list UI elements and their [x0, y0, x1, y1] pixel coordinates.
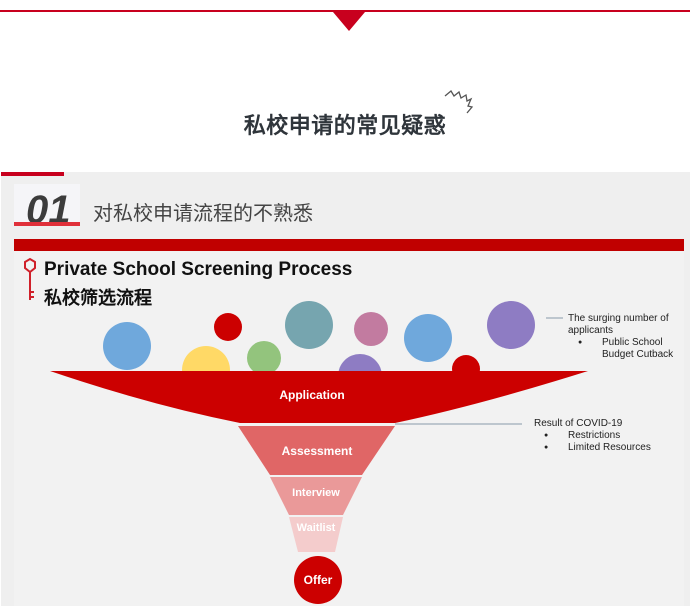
funnel-interview [270, 477, 362, 515]
bubble [487, 301, 535, 349]
stage-interview: Interview [292, 487, 340, 499]
stage-assessment: Assessment [281, 444, 353, 458]
note-covid: Result of COVID-19 Restrictions Limited … [534, 418, 674, 454]
note-title: The surging number of applicants [568, 313, 669, 336]
section-heading: 对私校申请流程的不熟悉 [93, 201, 313, 225]
slide-title: Private School Screening Process [44, 259, 353, 280]
note-title: Result of COVID-19 [534, 418, 623, 429]
note-bullet: Public School Budget Cutback [578, 337, 678, 361]
section-number-text: 01 [26, 188, 71, 226]
funnel-waitlist [289, 517, 343, 552]
bubble [103, 322, 151, 370]
bubble [404, 314, 452, 362]
funnel-assessment [238, 426, 395, 475]
page-title: 私校申请的常见疑惑 [243, 114, 447, 139]
note-bullet: Restrictions [544, 430, 674, 442]
stage-application: Application [279, 388, 345, 402]
note-bullet: Limited Resources [544, 442, 674, 454]
bubble [354, 312, 388, 346]
stage-waitlist: Waitlist [296, 522, 336, 534]
funnel-application [50, 371, 588, 423]
key-icon [24, 257, 36, 300]
note-applicants: The surging number of applicants Public … [568, 313, 678, 361]
top-divider [0, 10, 690, 12]
bubble [214, 313, 242, 341]
bubble [247, 341, 281, 375]
squiggle-icon [444, 90, 474, 114]
funnel-offer [294, 556, 342, 604]
slide-header-bar [14, 239, 684, 251]
number-underline [14, 222, 80, 226]
stage-offer: Offer [303, 573, 333, 587]
pointer-triangle-icon [333, 12, 365, 31]
slide-subtitle: 私校筛选流程 [44, 288, 152, 309]
section-number: 01 [14, 184, 80, 226]
bubble [285, 301, 333, 349]
section-tab [1, 172, 64, 176]
